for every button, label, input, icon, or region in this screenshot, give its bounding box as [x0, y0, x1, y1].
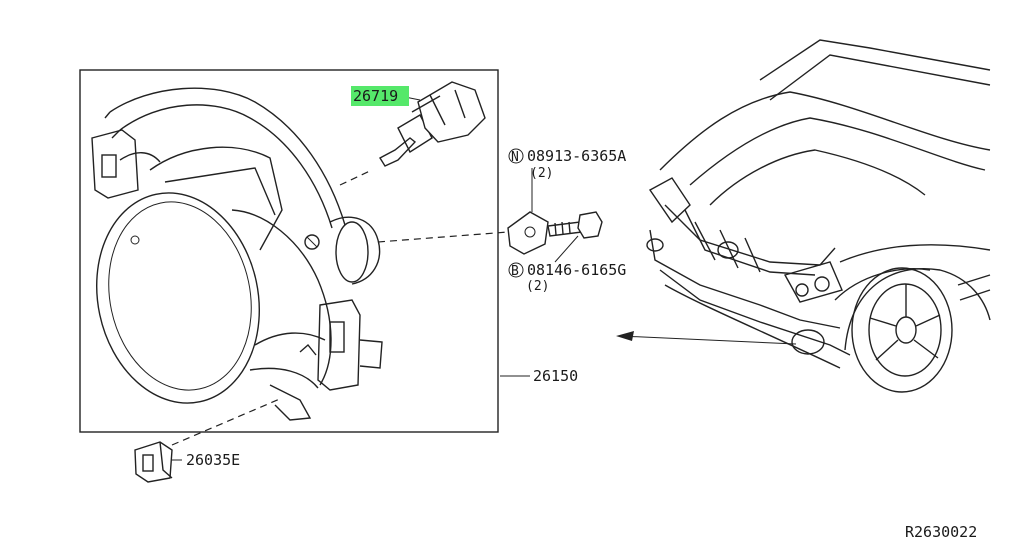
bulb-label-highlight [351, 86, 409, 106]
fastener-illustration [377, 168, 603, 263]
fog-lamp-illustration [91, 87, 383, 421]
vehicle-illustration [616, 39, 991, 393]
bulb-illustration [379, 81, 486, 167]
lamp-lens [96, 192, 260, 404]
nut-prefix-circle [508, 148, 524, 164]
bolt-quantity: (2) [526, 279, 549, 294]
assembly-frame [79, 69, 499, 433]
diagram-reference-code: R2630022 [905, 523, 977, 541]
vehicle-wheel [851, 267, 953, 393]
bolt-part-number: 08146-6165G [527, 261, 626, 279]
bolt-prefix-circle [508, 262, 524, 278]
clip-illustration [134, 397, 283, 483]
nut-prefix: N [511, 150, 519, 165]
bulb-part-number: 26719 [353, 87, 398, 105]
nut-quantity: (2) [530, 166, 553, 181]
bolt-prefix: B [511, 264, 519, 279]
nut-part-number: 08913-6365A [527, 147, 626, 165]
clip-part-number: 26035E [186, 451, 240, 469]
lamp-assembly-part-number: 26150 [533, 367, 578, 385]
